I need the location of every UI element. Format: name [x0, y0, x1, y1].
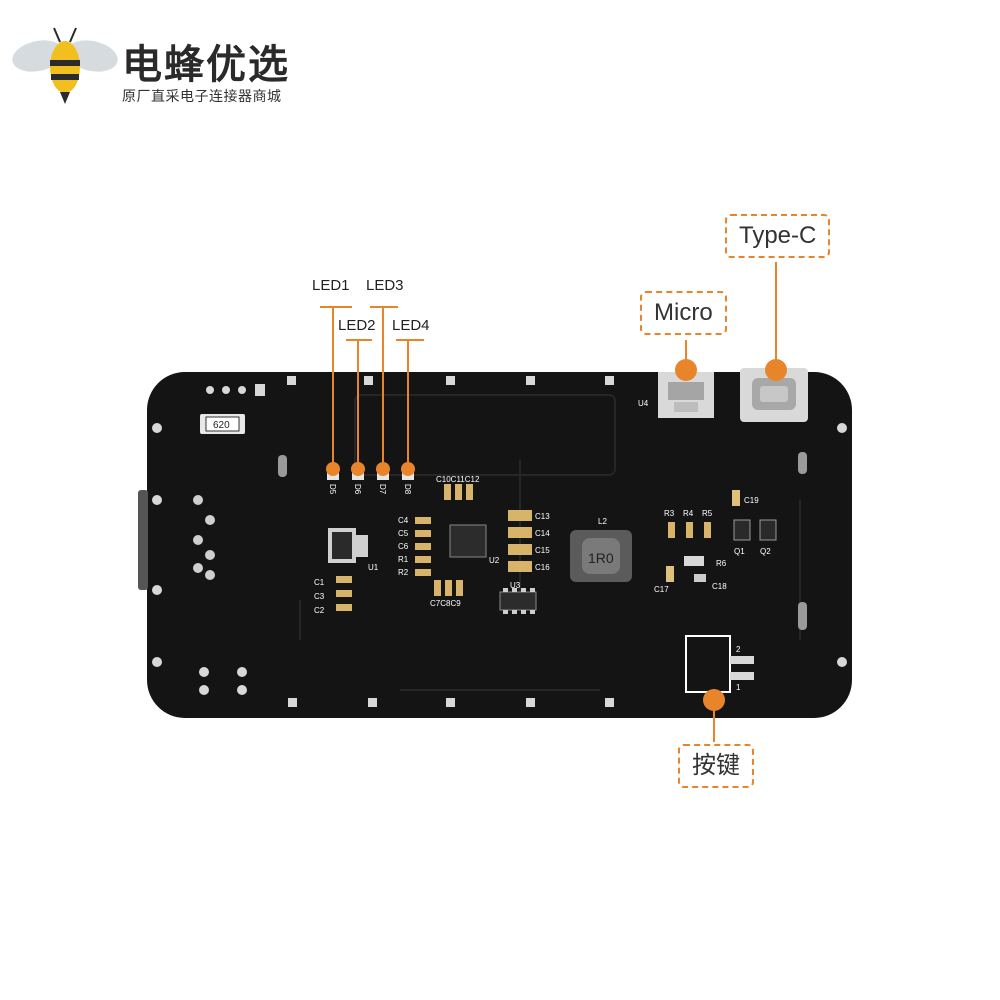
caps-c1-c3 [336, 576, 352, 611]
ic-u2 [449, 524, 487, 558]
label-u2: U2 [489, 556, 500, 565]
label-620: 620 [213, 420, 230, 431]
transistor-q2 [759, 519, 777, 541]
brand-name: 电蜂优选 [122, 42, 290, 88]
label-c4: C4 [398, 516, 409, 525]
label-c3: C3 [314, 592, 325, 601]
label-button-pin-1: 1 [736, 683, 741, 692]
label-d7: D7 [378, 484, 387, 495]
caps-c7-c9 [434, 580, 463, 596]
label-u4: U4 [638, 399, 649, 408]
label-c17: C17 [654, 585, 669, 594]
label-led1: LED1 [312, 277, 350, 294]
brand-logo: 电蜂优选 原厂直采电子连接器商城 [12, 22, 312, 112]
label-led3: LED3 [366, 277, 404, 294]
resistors-r3-r5 [668, 522, 711, 538]
label-c18: C18 [712, 582, 727, 591]
caps-c4-c6 [415, 517, 431, 576]
bee-icon [12, 27, 118, 104]
label-d6: D6 [353, 484, 362, 495]
caps-c10-c12 [444, 484, 473, 500]
caps-c13-c16 [508, 510, 532, 572]
label-r6: R6 [716, 559, 727, 568]
label-1r0: 1R0 [588, 550, 614, 566]
label-c6: C6 [398, 542, 409, 551]
brand-tagline: 原厂直采电子连接器商城 [122, 89, 282, 105]
callout-dots [326, 359, 787, 711]
callout-button: 按键 [678, 744, 754, 788]
label-r2: R2 [398, 568, 409, 577]
transistor-q1 [733, 519, 751, 541]
label-r5: R5 [702, 509, 713, 518]
label-u3: U3 [510, 581, 521, 590]
label-led2: LED2 [338, 317, 376, 334]
label-c5: C5 [398, 529, 409, 538]
label-c2: C2 [314, 606, 325, 615]
pcb-body [147, 372, 852, 718]
label-d8: D8 [403, 484, 412, 495]
label-led4: LED4 [392, 317, 430, 334]
pcb-pads [152, 376, 847, 707]
callout-type-c: Type-C [725, 214, 831, 258]
label-c16: C16 [535, 563, 550, 572]
label-c19: C19 [744, 496, 759, 505]
label-c7-c9: C7C8C9 [430, 599, 461, 608]
ic-u3 [499, 591, 537, 611]
label-r4: R4 [683, 509, 694, 518]
label-c15: C15 [535, 546, 550, 555]
button-footprint [685, 635, 731, 693]
label-button-pin-2: 2 [736, 645, 741, 654]
label-l2: L2 [598, 517, 607, 526]
left-connector-pins [138, 490, 215, 590]
label-u1: U1 [368, 563, 379, 572]
label-r3: R3 [664, 509, 675, 518]
label-c1: C1 [314, 578, 325, 587]
label-d5: D5 [328, 484, 337, 495]
label-q2: Q2 [760, 547, 771, 556]
label-c14: C14 [535, 529, 550, 538]
label-r1: R1 [398, 555, 409, 564]
label-c13: C13 [535, 512, 550, 521]
callout-micro: Micro [640, 291, 727, 335]
label-c10-c12: C10C11C12 [436, 475, 480, 484]
label-q1: Q1 [734, 547, 745, 556]
